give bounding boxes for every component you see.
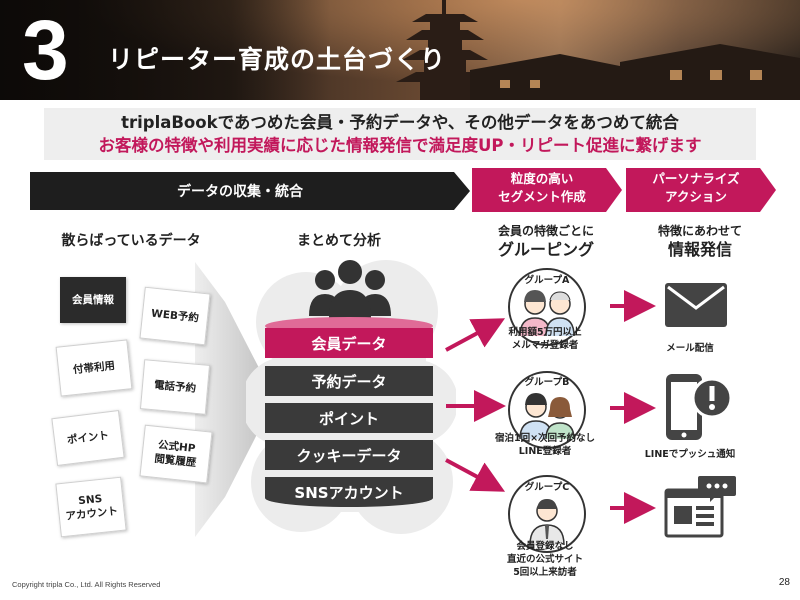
couple-icon: [519, 393, 575, 440]
combine-analysis-heading: まとめて分析: [297, 233, 381, 249]
card-points: ポイント: [51, 410, 125, 466]
collect-step-label: データの収集・統合: [177, 184, 303, 200]
group-c-label: グループC: [524, 482, 570, 493]
group-a-label: グループA: [524, 275, 570, 286]
smartphone-alert-icon: [666, 374, 733, 440]
card-ancillary-use: 付帯利用: [55, 339, 133, 397]
group-a-desc: 利用額5万円以上 メルマガ登録者: [508, 327, 582, 351]
card-sns-account: SNS アカウント: [55, 476, 127, 538]
action-step-label: パーソナライズ アクション: [652, 171, 740, 204]
action-step-arrow: [626, 168, 776, 212]
card-website-history: 公式HP 閲覧履歴: [139, 424, 213, 484]
web-chat-icon: [664, 476, 736, 538]
group-a-bubble: [508, 268, 586, 346]
card-member-info: 会員情報: [60, 277, 126, 323]
group-b-desc: 宿泊1回×次回予約なし LINE登録者: [494, 433, 596, 457]
funnel-arrow: [195, 262, 275, 537]
subtitle-line-2: お客様の特徴や利用実績に応じた情報発信で満足度UP・リピート促進に繋げます: [98, 136, 702, 155]
mail-icon: [665, 283, 727, 327]
group-b-label: グループB: [524, 377, 570, 388]
segment-step-arrow: [472, 168, 622, 212]
card-web-booking: WEB予約: [139, 286, 211, 346]
subtitle-line-1: triplaBookであつめた会員・予約データや、その他データをあつめて統合: [121, 113, 679, 132]
copyright: Copyright tripla Co., Ltd. All Rights Re…: [12, 580, 161, 589]
db-layer-member-data: 会員データ: [265, 328, 433, 358]
action-line-label: LINEでプッシュ通知: [644, 449, 736, 460]
couple-icon: [519, 290, 575, 337]
collect-step-arrow: [30, 172, 470, 210]
db-layer-booking-data: 予約データ: [265, 366, 433, 396]
town-roofs: [470, 44, 800, 100]
scattered-data-heading: 散らばっているデータ: [61, 233, 201, 249]
group-c-desc: 会員登録なし 直近の公式サイト 5回以上来訪者: [506, 541, 583, 578]
action-heading: 情報発信: [667, 240, 732, 259]
page-number: 28: [778, 577, 790, 588]
db-layer-sns-account: SNSアカウント: [265, 477, 433, 507]
businessman-icon: [529, 499, 565, 546]
subtitle-box: [44, 108, 756, 160]
grouping-subheading: 会員の特徴ごとに: [497, 224, 594, 238]
db-layer-points: ポイント: [265, 403, 433, 433]
pagoda-silhouette: [396, 0, 494, 100]
segment-step-label: 粒度の高い セグメント作成: [498, 171, 586, 204]
action-subheading: 特徴にあわせて: [657, 224, 742, 238]
group-c-bubble: [508, 475, 586, 553]
section-number: 3: [22, 3, 69, 97]
group-b-bubble: [508, 371, 586, 449]
page-title: リピーター育成の土台づくり: [108, 45, 447, 74]
grouping-heading: グルーピング: [497, 240, 594, 259]
card-phone-booking: 電話予約: [139, 359, 211, 415]
action-mail-label: メール配信: [666, 343, 714, 354]
group-to-action-arrows: [610, 290, 656, 524]
banner-shade: [0, 0, 330, 100]
db-layer-cookie-data: クッキーデータ: [265, 440, 433, 470]
people-group-icon: [309, 260, 391, 318]
db-to-group-arrows: [445, 318, 506, 492]
header-banner: 3 リピーター育成の土台づくり: [0, 0, 800, 100]
